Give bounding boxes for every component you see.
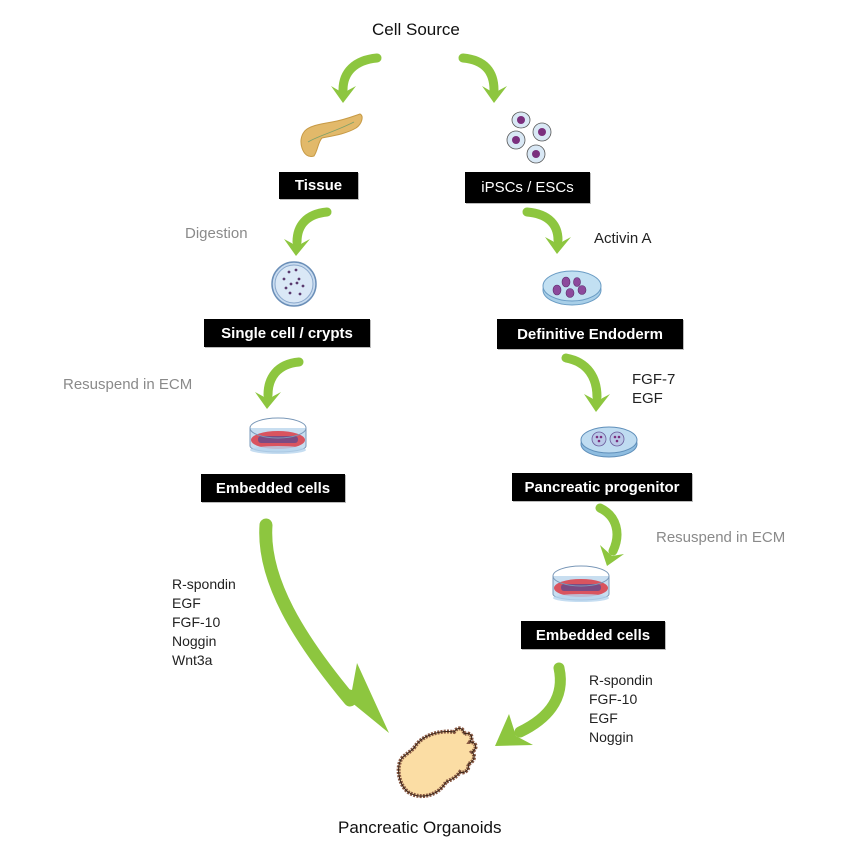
factor-item: Noggin <box>172 633 217 649</box>
fgf7-egf-factors: FGF-7 EGF <box>632 370 675 408</box>
arrow-right-to-organoid <box>495 662 566 746</box>
factor-item: FGF-7 <box>632 371 676 388</box>
arrow-resuspend-right <box>595 503 624 566</box>
ecm-dish-left-icon <box>249 417 307 454</box>
step-resuspend-ecm-left-label: Resuspend in ECM <box>63 376 193 393</box>
pancreatic-progenitor-label: Pancreatic progenitor <box>524 478 680 496</box>
left-growth-factors: R-spondin EGF FGF-10 Noggin Wnt3a <box>172 575 236 670</box>
arrow-source-to-ipsc <box>458 53 507 103</box>
petri-dish-single-cells-icon <box>271 261 317 307</box>
result-label: Pancreatic Organoids <box>338 818 502 837</box>
factor-item: EGF <box>632 390 663 407</box>
pancreatic-progenitor-box: Pancreatic progenitor <box>512 473 692 501</box>
single-cell-crypts-box: Single cell / crypts <box>204 319 370 347</box>
arrow-resuspend-left <box>255 357 304 409</box>
arrow-digestion <box>284 207 332 256</box>
step-activin-label: Activin A <box>594 230 652 247</box>
factor-item: Noggin <box>589 729 634 745</box>
factor-item: EGF <box>589 710 618 726</box>
definitive-endoderm-label: Definitive Endoderm <box>517 325 663 343</box>
pancreas-tissue-icon <box>300 113 363 157</box>
embedded-cells-right-box: Embedded cells <box>521 621 665 649</box>
right-growth-factors: R-spondin FGF-10 EGF Noggin <box>589 671 653 747</box>
step-resuspend-ecm-right-label: Resuspend in ECM <box>656 529 786 546</box>
endoderm-dish-icon <box>542 270 602 306</box>
single-cell-crypts-label: Single cell / crypts <box>221 324 353 342</box>
embedded-cells-left-label: Embedded cells <box>215 479 331 497</box>
arrow-activin <box>522 207 571 254</box>
ipsc-esc-label: iPSCs / ESCs <box>481 179 574 196</box>
definitive-endoderm-box: Definitive Endoderm <box>497 319 683 349</box>
stem-cells-icon <box>506 111 552 164</box>
factor-item: R-spondin <box>589 672 653 688</box>
organoid-icon <box>396 726 478 799</box>
arrow-left-to-organoid <box>259 518 389 733</box>
step-digestion-label: Digestion <box>185 225 248 242</box>
factor-item: Wnt3a <box>172 652 213 668</box>
factor-item: FGF-10 <box>172 614 221 630</box>
arrow-fgf7 <box>561 353 610 412</box>
ecm-dish-right-icon <box>552 565 610 602</box>
tissue-label: Tissue <box>294 177 343 194</box>
factor-item: EGF <box>172 595 201 611</box>
diagram-title: Cell Source <box>372 20 460 39</box>
factor-item: FGF-10 <box>589 691 638 707</box>
embedded-cells-left-box: Embedded cells <box>201 474 345 502</box>
factor-item: R-spondin <box>172 576 236 592</box>
tissue-box: Tissue <box>279 172 358 199</box>
progenitor-dish-icon <box>580 426 638 458</box>
embedded-cells-right-label: Embedded cells <box>535 626 651 644</box>
arrow-source-to-tissue <box>331 53 382 103</box>
ipsc-esc-box: iPSCs / ESCs <box>465 172 590 203</box>
